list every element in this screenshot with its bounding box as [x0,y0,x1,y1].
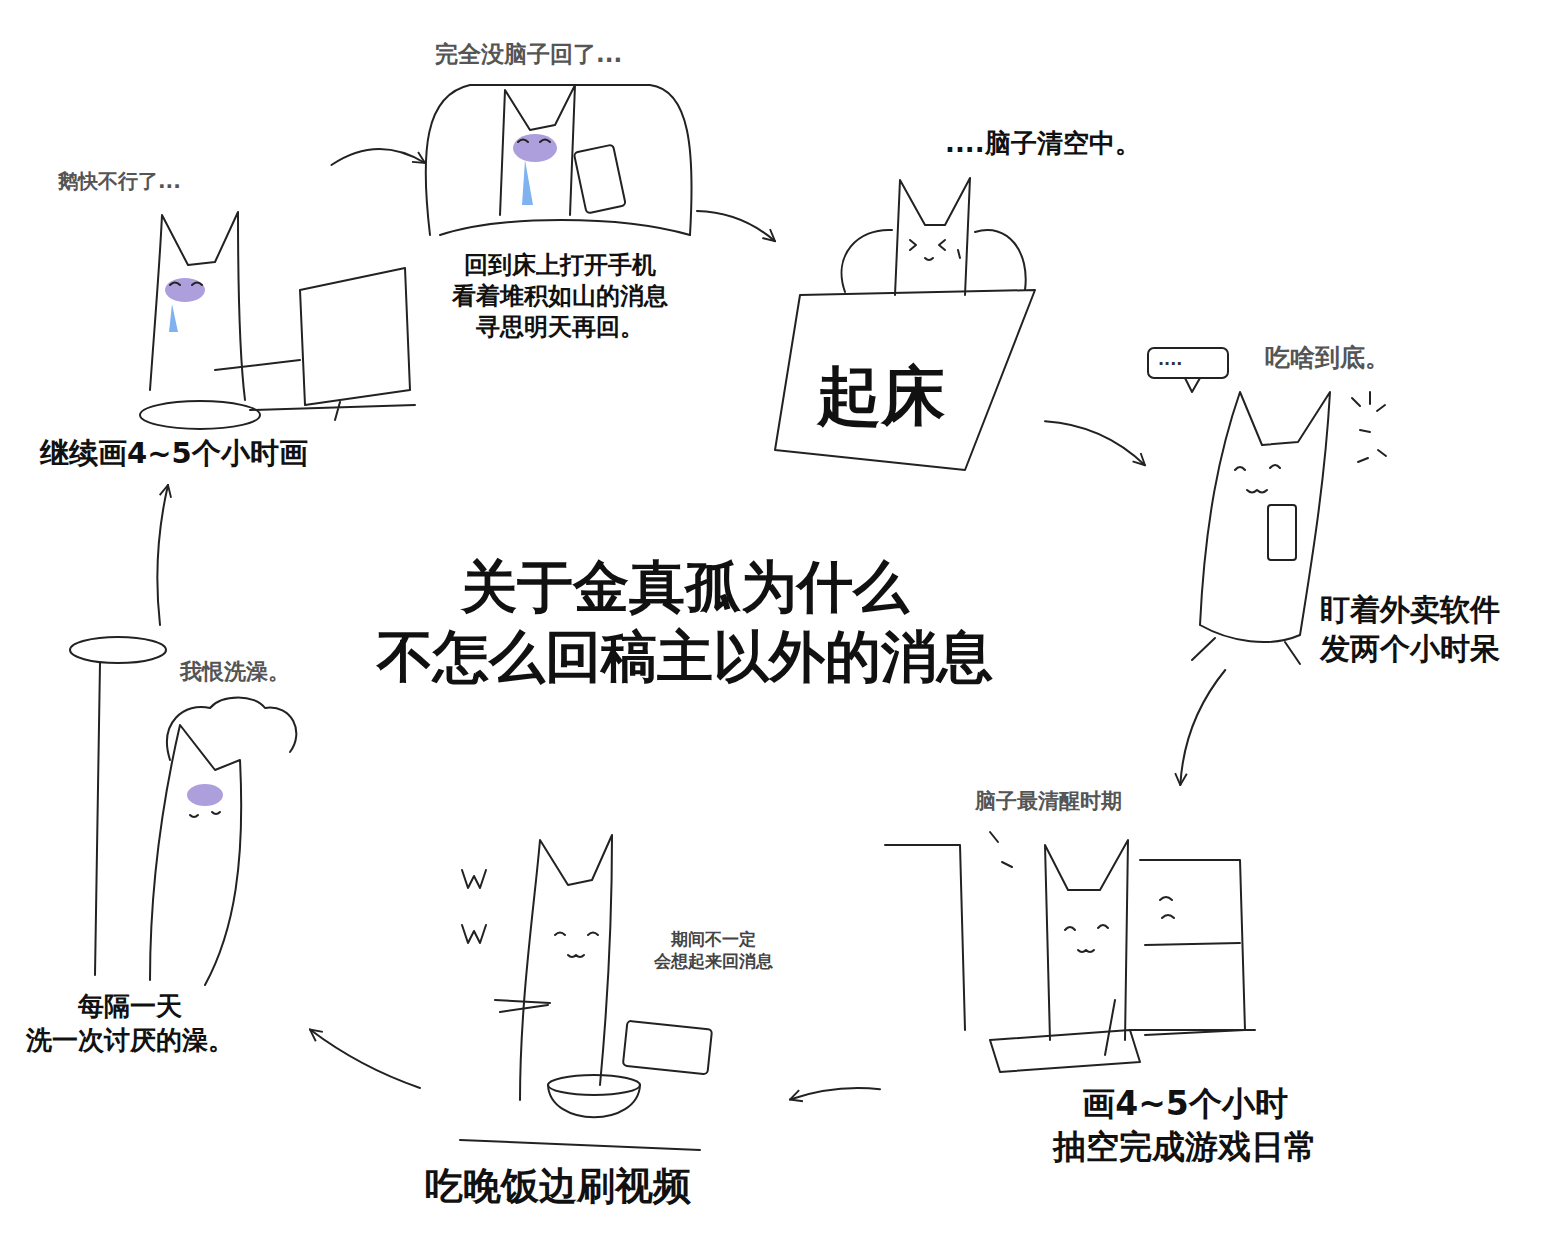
stage-remark: 鹅快不行了... [58,168,181,194]
bed-scene [775,178,1035,470]
stage-caption: 盯着外卖软件 发两个小时呆 [1320,590,1525,668]
stage-caption: 每隔一天 洗一次讨厌的澡。 [10,990,250,1058]
stage-remark: ....脑子清空中。 [945,127,1141,161]
cycle-arrow [331,149,425,165]
stage-remark: 脑子最清醒时期 [975,788,1122,815]
cycle-arrow [697,211,775,241]
cycle-arrow [1180,670,1225,785]
stage-group: 期间不一定 会想起来回消息吃晚饭边刷视频 [420,830,790,1215]
bed-phone-scene [426,85,692,235]
dinner-scene [460,835,712,1150]
stage-group: 鹅快不行了... 继续画4~5个小时画 [35,165,415,485]
cycle-arrow [1045,421,1145,465]
stage-remark: 完全没脑子回了... [435,40,622,70]
drawing-desk-scene [885,832,1255,1072]
bubble-label: .... [1158,350,1182,371]
shower-scene [70,637,296,985]
cycle-arrow [790,1088,880,1099]
stage-remark: 吃啥到底。 [1265,342,1390,375]
stage-remark: 我恨洗澡。 [180,658,290,687]
stage-group: 我恨洗澡。每隔一天 洗一次讨厌的澡。 [10,625,310,1060]
stage-remark: 期间不一定 会想起来回消息 [638,928,788,972]
stage-caption: 回到床上打开手机 看着堆积如山的消息 寻思明天再回。 [425,250,695,344]
cycle-arrow [310,1030,420,1088]
drawing-again-scene [140,212,415,429]
stage-caption: 起床 [817,355,945,438]
stage-group: ....脑子清空中。起床 [775,165,1045,470]
cycle-arrow [157,485,168,625]
stage-caption: 画4~5个小时 抽空完成游戏日常 [1030,1083,1340,1169]
diagram-title: 关于金真孤为什么 不怎么回稿主以外的消息 [340,552,1030,692]
stage-group: 吃啥到底。盯着外卖软件 发两个小时呆 [1145,345,1527,670]
stage-group: 完全没脑子回了... 回到床上打开手机 看着堆积如山的消息 寻思明天再回。 [425,35,697,355]
stage-caption: 吃晚饭边刷视频 [425,1162,691,1211]
stage-group: 脑子最清醒时期画4~5个小时 抽空完成游戏日常 [880,785,1342,1175]
stage-caption: 继续画4~5个小时画 [40,435,308,473]
